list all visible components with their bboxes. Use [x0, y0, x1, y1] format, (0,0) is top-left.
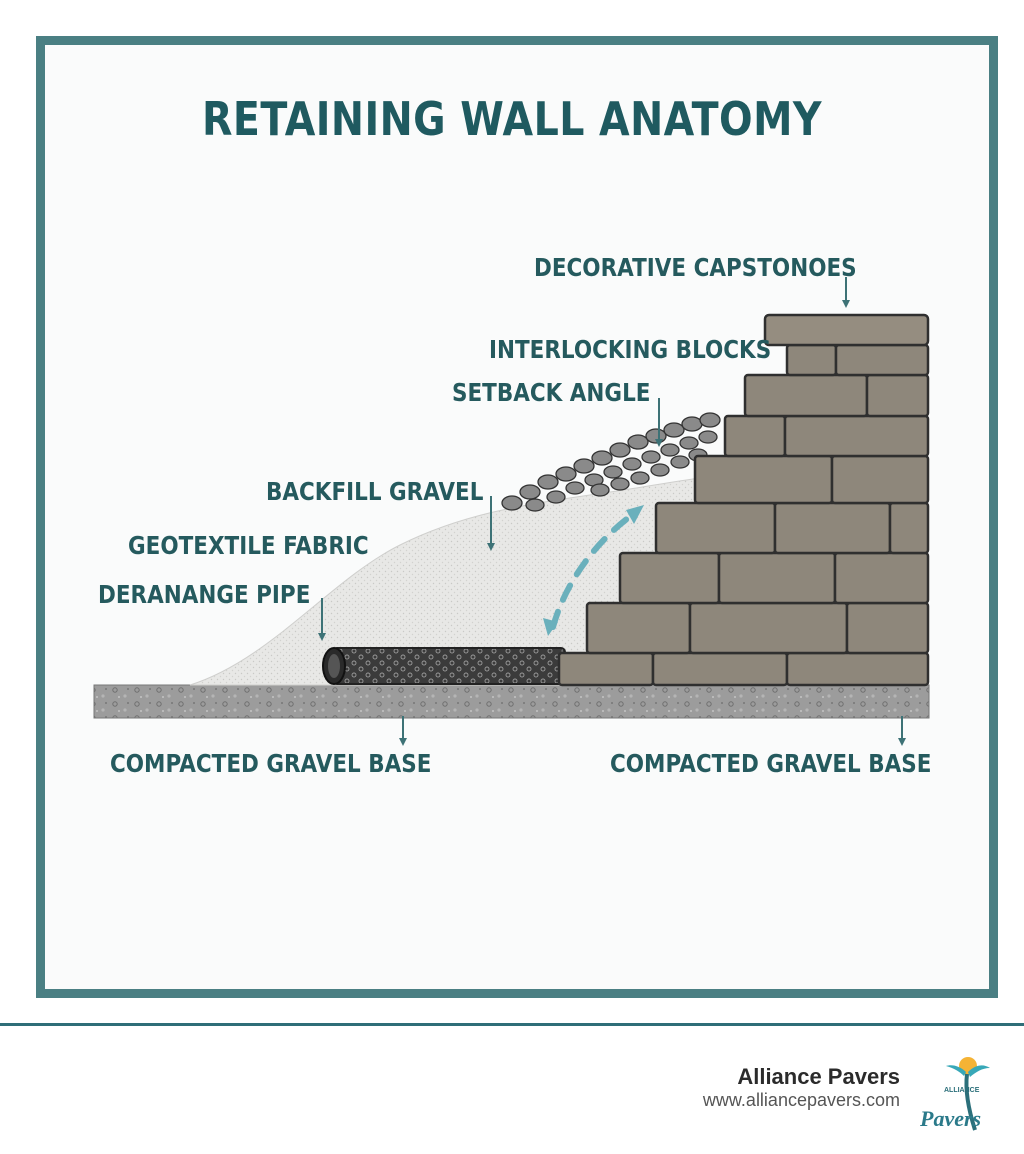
label-backfill-gravel: BACKFILL GRAVEL	[266, 477, 484, 506]
backfill-gravel	[501, 412, 721, 512]
svg-text:ALLIANCE: ALLIANCE	[944, 1087, 980, 1094]
brand-name: Alliance Pavers	[737, 1064, 900, 1089]
label-compacted-gravel-base-right: COMPACTED GRAVEL BASE	[610, 749, 932, 778]
palm-tree-logo-icon: ALLIANCE Pavers	[919, 1057, 990, 1131]
setback-arrowhead-bottom	[543, 618, 558, 636]
label-interlocking-blocks: INTERLOCKING BLOCKS	[489, 335, 772, 364]
drainage-pipe	[322, 647, 566, 685]
brand-url[interactable]: www.alliancepavers.com	[702, 1090, 900, 1110]
label-setback-angle: SETBACK ANGLE	[452, 378, 651, 407]
geotextile-fabric	[189, 477, 701, 686]
diagram-title: RETAINING WALL ANATOMY	[202, 92, 822, 146]
label-geotextile-fabric: GEOTEXTILE FABRIC	[128, 531, 369, 560]
compacted-gravel-base	[93, 684, 930, 719]
decorative-capstone	[763, 313, 930, 347]
retaining-wall-diagram	[93, 277, 930, 746]
svg-text:Pavers: Pavers	[919, 1106, 981, 1131]
label-decorative-capstones: DECORATIVE CAPSTONOES	[534, 253, 857, 282]
setback-angle-arrow	[550, 512, 635, 630]
footer-divider	[0, 1023, 1024, 1026]
interlocking-blocks	[557, 343, 930, 687]
leader-arrows	[318, 277, 906, 746]
label-drainage-pipe: DERANANGE PIPE	[98, 580, 311, 609]
setback-arrowhead-top	[626, 505, 644, 524]
label-compacted-gravel-base-left: COMPACTED GRAVEL BASE	[110, 749, 432, 778]
